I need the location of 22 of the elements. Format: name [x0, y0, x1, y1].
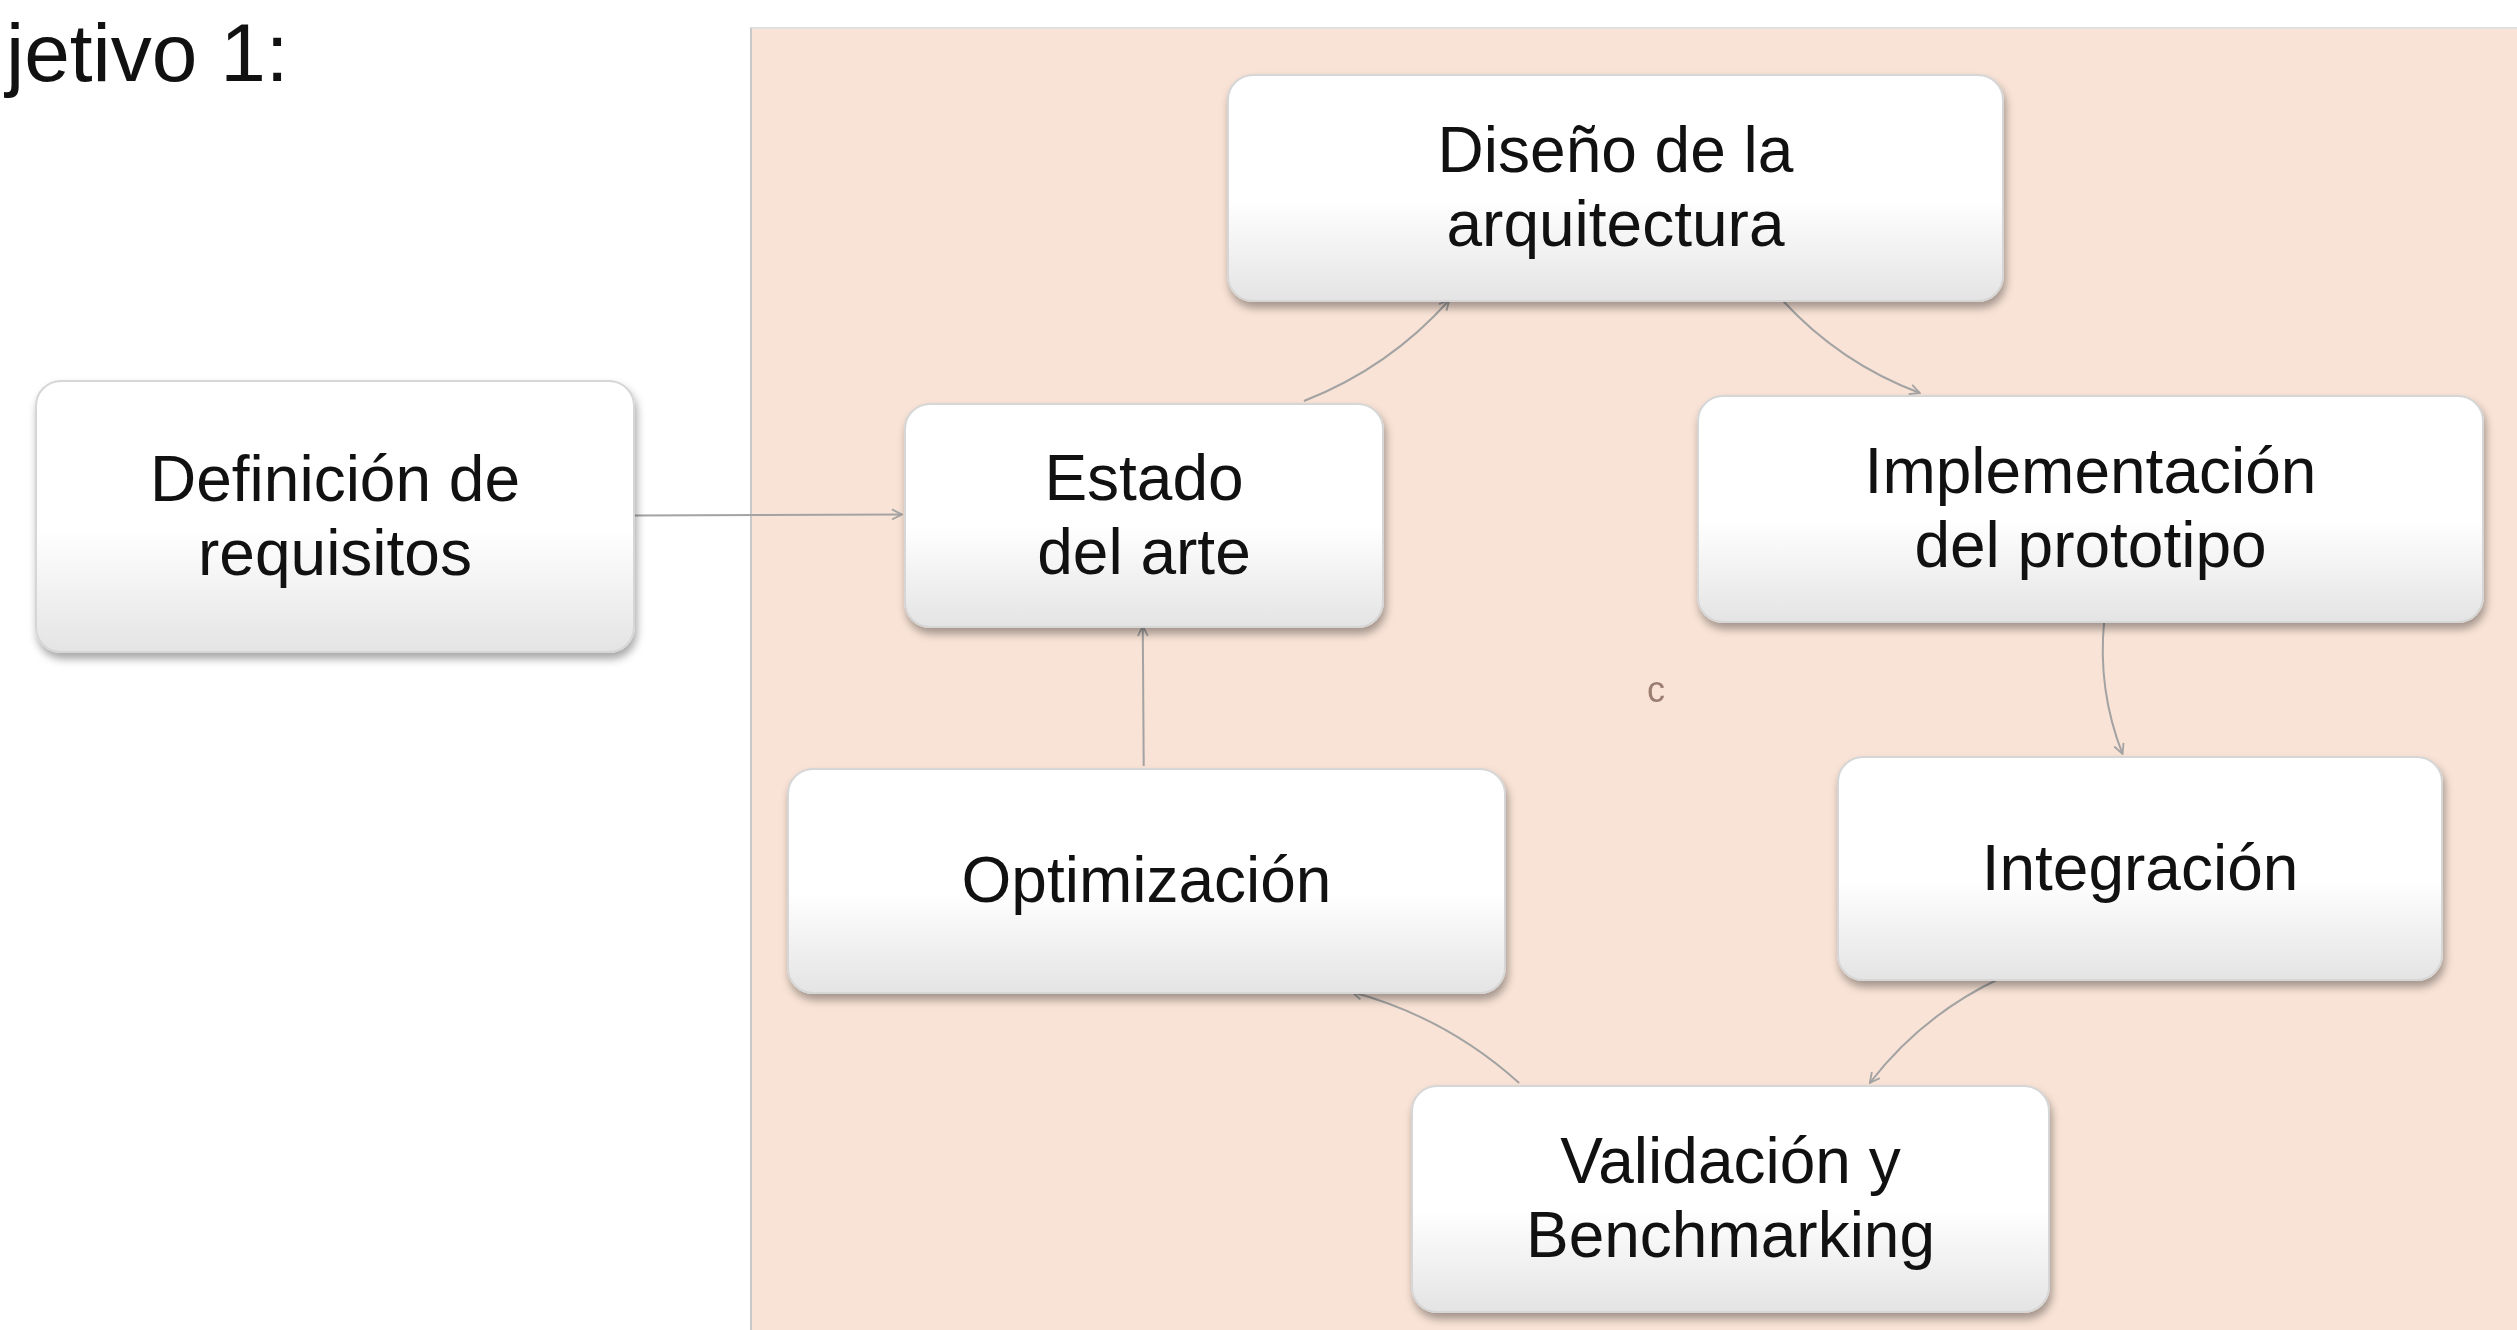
process-box [787, 768, 1506, 994]
box-label: Diseño de la arquitectura [1436, 114, 1795, 262]
box-label: Definición de requisitos [149, 442, 521, 591]
arrow [1302, 299, 1451, 402]
arrow [2101, 620, 2125, 755]
background-panel [750, 27, 2517, 1330]
arrow [1781, 299, 1921, 395]
process-box [1227, 74, 2004, 302]
box-label: Estado del arte [1036, 441, 1252, 590]
box-label: Integración [1981, 831, 2299, 906]
box-label: Implementación del prototipo [1863, 435, 2318, 583]
process-box [1411, 1085, 2050, 1313]
process-box [904, 403, 1384, 628]
title: jetivo 1: [6, 6, 289, 100]
arrow [1136, 625, 1149, 767]
arrow [634, 508, 903, 521]
box-label: Validación y Benchmarking [1524, 1125, 1937, 1273]
panel-text: c [1647, 669, 1665, 711]
process-box [35, 380, 635, 653]
box-label: Optimización [961, 844, 1332, 918]
process-box [1837, 756, 2443, 981]
process-box [1697, 395, 2484, 623]
